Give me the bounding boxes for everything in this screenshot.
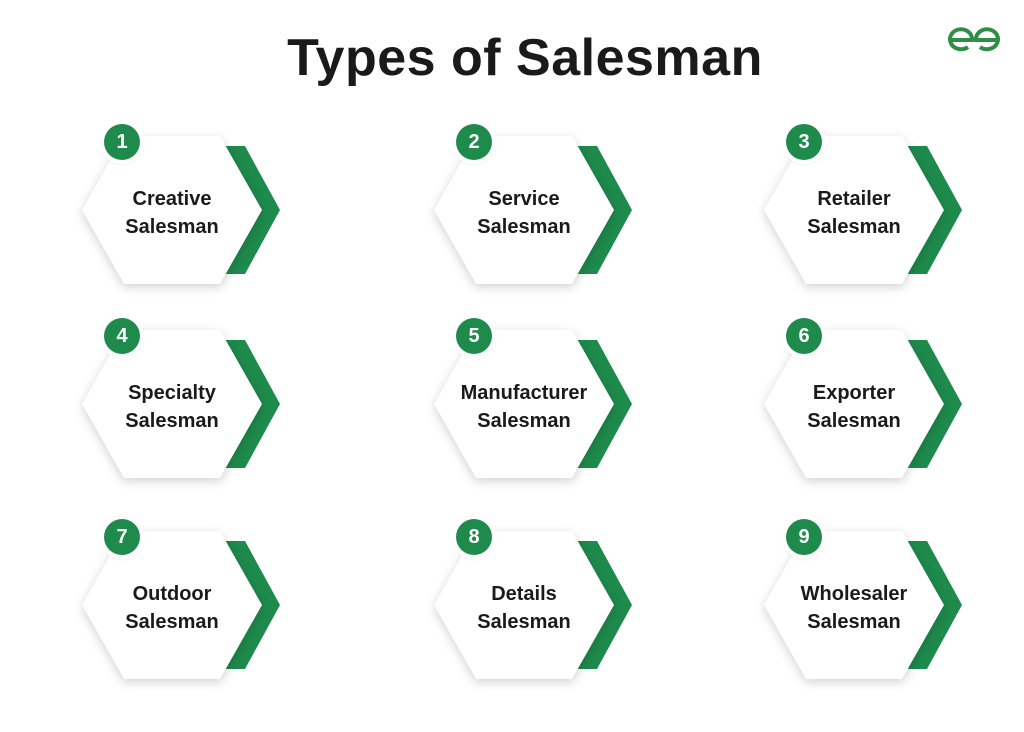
hexagon-shape <box>434 531 614 679</box>
salesman-type-card-6: 6 Exporter Salesman <box>764 318 964 482</box>
salesman-type-label: Retailer Salesman <box>764 185 944 241</box>
hexagon-shape <box>764 136 944 284</box>
salesman-type-label: Specialty Salesman <box>82 379 262 435</box>
label-line-2: Salesman <box>125 611 219 633</box>
label-line-1: Details <box>491 583 557 605</box>
chevron-arrow-icon <box>222 340 280 468</box>
page-title: Types of Salesman <box>287 29 763 87</box>
gfg-logo-icon <box>948 27 1000 52</box>
salesman-type-label: Service Salesman <box>434 185 614 241</box>
salesman-type-card-4: 4 Specialty Salesman <box>82 318 282 482</box>
label-line-2: Salesman <box>477 611 571 633</box>
salesman-type-card-3: 3 Retailer Salesman <box>764 124 964 288</box>
chevron-arrow-icon <box>574 541 632 669</box>
label-line-2: Salesman <box>807 216 901 238</box>
label-line-1: Exporter <box>812 382 896 404</box>
chevron-arrow-icon <box>574 146 632 274</box>
number-badge: 6 <box>786 318 822 354</box>
label-line-1: Manufacturer <box>460 382 588 404</box>
hexagon-shape <box>434 136 614 284</box>
chevron-arrow-icon <box>904 541 962 669</box>
number-badge: 7 <box>104 519 140 555</box>
salesman-type-label: Details Salesman <box>434 580 614 636</box>
label-line-1: Service <box>488 188 560 210</box>
hexagon-shape <box>764 531 944 679</box>
salesman-type-card-2: 2 Service Salesman <box>434 124 634 288</box>
chevron-arrow-icon <box>222 541 280 669</box>
salesman-type-card-8: 8 Details Salesman <box>434 519 634 683</box>
chevron-arrow-icon <box>574 340 632 468</box>
chevron-arrow-icon <box>222 146 280 274</box>
salesman-type-label: Creative Salesman <box>82 185 262 241</box>
label-line-2: Salesman <box>807 611 901 633</box>
number-badge: 8 <box>456 519 492 555</box>
label-line-2: Salesman <box>807 410 901 432</box>
label-line-1: Retailer <box>817 188 891 210</box>
hexagon-shape <box>764 330 944 478</box>
salesman-type-card-9: 9 Wholesaler Salesman <box>764 519 964 683</box>
number-badge: 4 <box>104 318 140 354</box>
number-badge: 3 <box>786 124 822 160</box>
chevron-arrow-icon <box>904 146 962 274</box>
salesman-type-label: Exporter Salesman <box>764 379 944 435</box>
salesman-type-card-7: 7 Outdoor Salesman <box>82 519 282 683</box>
label-line-2: Salesman <box>477 216 571 238</box>
hexagon-shape <box>82 330 262 478</box>
label-line-1: Creative <box>132 188 212 210</box>
chevron-arrow-icon <box>904 340 962 468</box>
number-badge: 1 <box>104 124 140 160</box>
hexagon-shape <box>434 330 614 478</box>
label-line-1: Specialty <box>128 382 216 404</box>
hexagon-shape <box>82 531 262 679</box>
number-badge: 9 <box>786 519 822 555</box>
salesman-type-label: Wholesaler Salesman <box>764 580 944 636</box>
label-line-2: Salesman <box>125 216 219 238</box>
label-line-1: Wholesaler <box>800 583 908 605</box>
label-line-2: Salesman <box>477 410 571 432</box>
salesman-type-card-1: 1 Creative Salesman <box>82 124 282 288</box>
hexagon-shape <box>82 136 262 284</box>
label-line-1: Outdoor <box>132 583 212 605</box>
salesman-type-card-5: 5 Manufacturer Salesman <box>434 318 634 482</box>
salesman-type-label: Manufacturer Salesman <box>434 379 614 435</box>
salesman-type-label: Outdoor Salesman <box>82 580 262 636</box>
number-badge: 2 <box>456 124 492 160</box>
number-badge: 5 <box>456 318 492 354</box>
label-line-2: Salesman <box>125 410 219 432</box>
